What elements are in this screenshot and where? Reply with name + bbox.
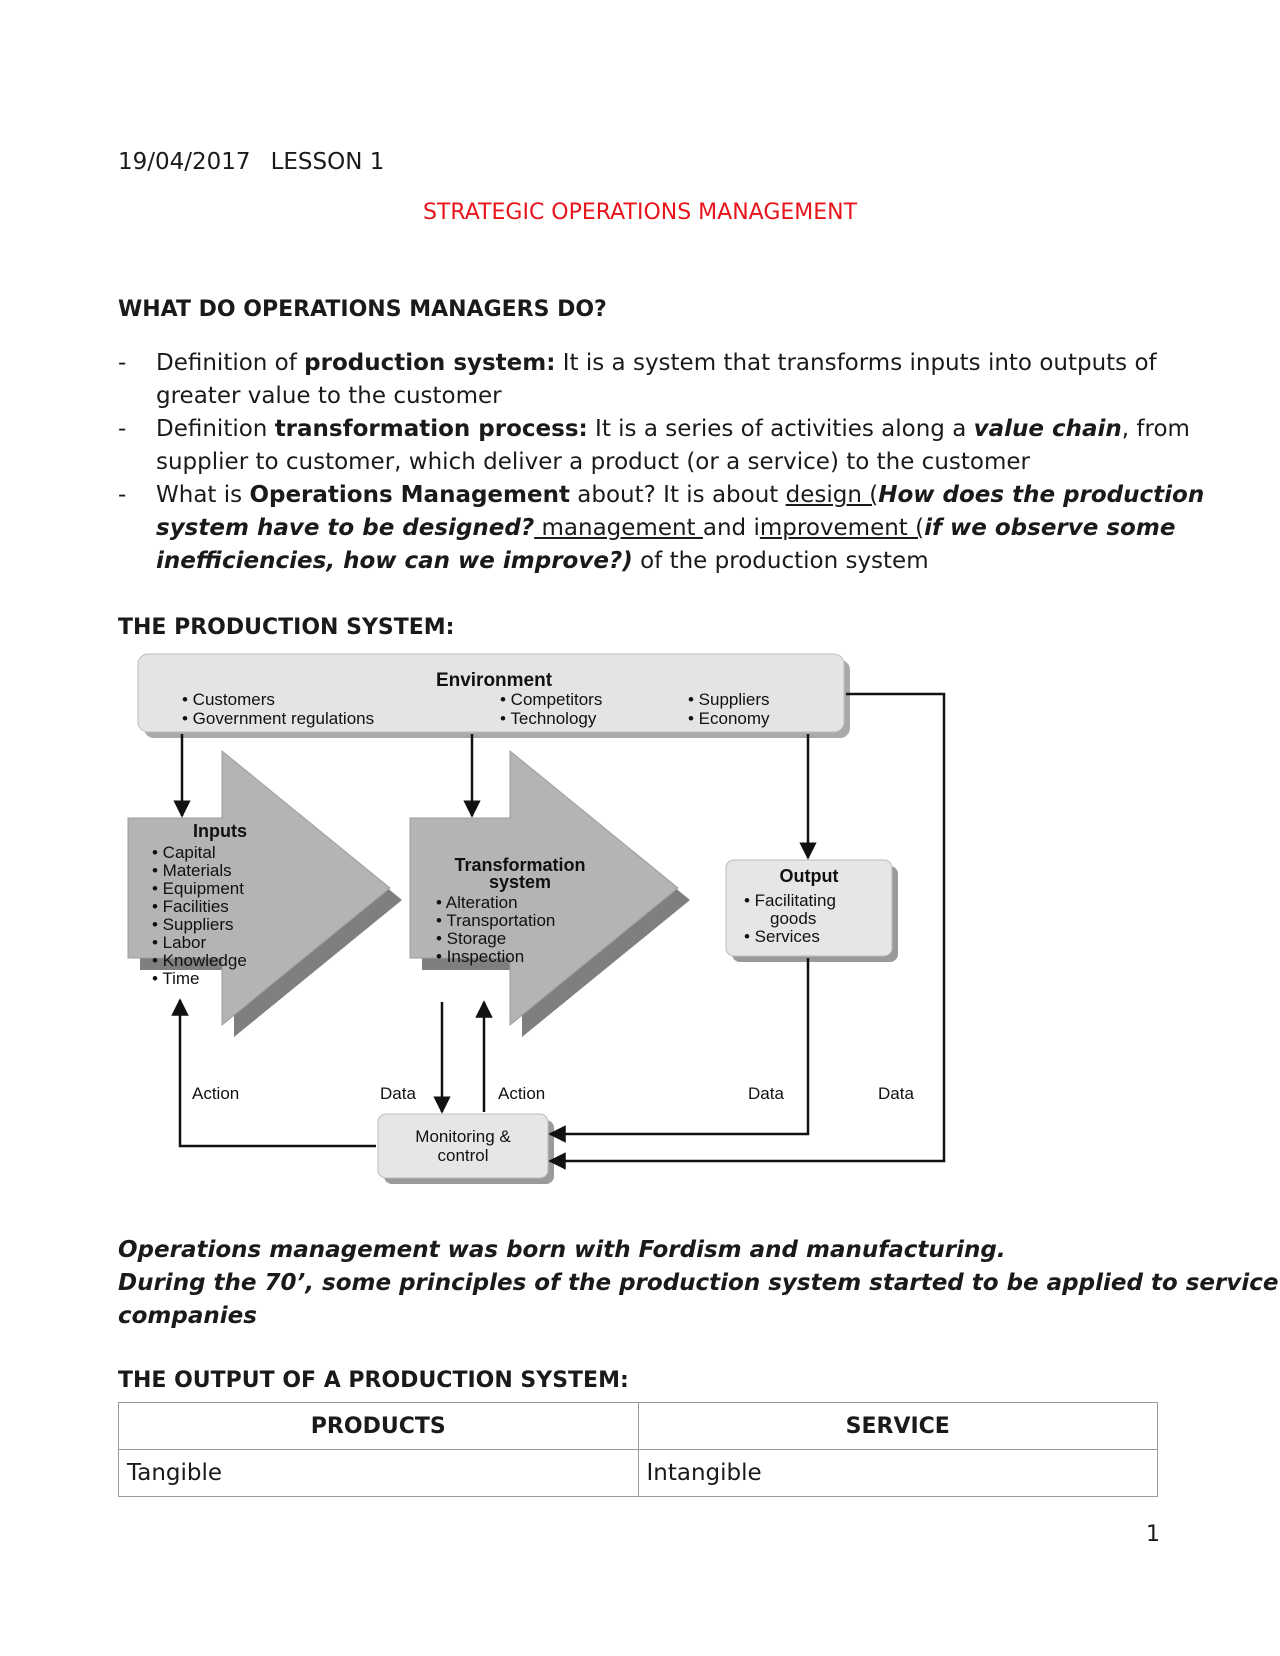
inputs-item: • Time [152,969,200,988]
monitoring-label: control [437,1146,488,1165]
italic-text: if we observe some [924,515,1176,541]
environment-box [137,653,845,733]
environment-item: • Customers [182,690,275,709]
transformation-item: • Storage [436,929,506,948]
output-item: • Facilitating [744,891,836,910]
bullet-text: and i [702,515,760,541]
output-box [725,859,893,957]
note-line: During the 70’, some principles of the p… [118,1270,1279,1296]
italic-text: inefficiencies, how can we improve?) [156,548,633,574]
bullet-dash: - [118,482,127,508]
bullet-term: transformation process: [274,416,588,442]
transformation-arrow [409,749,679,1027]
bullet-production-system: - Definition of production system: It is… [118,347,1178,413]
bullet-term: production system: [304,350,556,376]
label-action: Action [498,1084,545,1103]
table-cell: Intangible [637,1449,1158,1497]
environment-item: • Suppliers [688,690,770,709]
environment-item: • Technology [500,709,597,728]
monitoring-box [377,1113,549,1179]
inputs-item: • Equipment [152,879,244,898]
label-data: Data [380,1084,416,1103]
table-header: SERVICE [637,1402,1158,1450]
bullet-text: , from [1121,416,1190,442]
bullet-dash: - [118,350,127,376]
bullet-dash: - [118,416,127,442]
note-line: Operations management was born with Ford… [118,1237,1006,1263]
bullet-text: It is a series of activities along a [587,416,974,442]
italic-text: How does the production [878,482,1205,508]
bullet-term: Operations Management [249,482,570,508]
label-data: Data [878,1084,914,1103]
underlined-text: management [534,515,703,541]
inputs-item: • Capital [152,843,216,862]
document-title: STRATEGIC OPERATIONS MANAGEMENT [422,200,858,225]
lesson-date: 19/04/2017 [118,149,251,175]
monitoring-label: Monitoring & [415,1127,511,1146]
inputs-arrow [127,749,391,1027]
environment-title: Environment [436,670,553,691]
inputs-item: • Suppliers [152,915,234,934]
table-cell: Tangible [118,1449,639,1497]
page-number: 1 [1146,1522,1160,1547]
output-title: Output [780,866,839,886]
bullet-operations-management: - What is Operations Management about? I… [118,479,1204,578]
section-heading-output: THE OUTPUT OF A PRODUCTION SYSTEM: [118,1368,629,1393]
transformation-item: • Inspection [436,947,524,966]
transformation-title: system [489,872,551,892]
bullet-text: of the production system [632,548,929,574]
italic-note: Operations management was born with Ford… [118,1234,1278,1333]
bullet-text: Definition [156,416,275,442]
output-item: • Services [744,927,820,946]
underlined-text: design ( [785,482,879,508]
inputs-title: Inputs [193,821,247,841]
section-heading-managers: WHAT DO OPERATIONS MANAGERS DO? [118,297,607,322]
output-table: PRODUCTS SERVICE Tangible Intangible [118,1402,1158,1497]
inputs-item: • Materials [152,861,232,880]
bullet-text: supplier to customer, which deliver a pr… [156,449,1030,475]
label-data: Data [748,1084,784,1103]
italic-text: system have to be designed? [156,515,535,541]
environment-item: • Economy [688,709,770,728]
table-row: Tangible Intangible [118,1449,1158,1497]
bullet-text: What is [156,482,250,508]
inputs-item: • Labor [152,933,206,952]
inputs-item: • Knowledge [152,951,247,970]
label-action: Action [192,1084,239,1103]
section-heading-production-system: THE PRODUCTION SYSTEM: [118,615,455,640]
environment-item: • Government regulations [182,709,374,728]
bullet-text: greater value to the customer [156,383,502,409]
bullet-text: It is a system that transforms inputs in… [555,350,1157,376]
bullet-term: value chain [973,416,1122,442]
bullet-transformation-process: - Definition transformation process: It … [118,413,1190,479]
bullet-list: - Definition of production system: It is… [118,347,1204,578]
output-item: goods [770,909,816,928]
date-line: 19/04/2017 LESSON 1 [118,146,384,179]
table-header-row: PRODUCTS SERVICE [118,1402,1158,1450]
transformation-item: • Transportation [436,911,555,930]
note-line: companies [118,1303,257,1329]
transformation-title: Transformation [454,855,585,875]
bullet-text: Definition of [156,350,305,376]
transformation-item: • Alteration [436,893,518,912]
underlined-text: mprovement ( [759,515,925,541]
table-header: PRODUCTS [118,1402,639,1450]
environment-item: • Competitors [500,690,602,709]
inputs-item: • Facilities [152,897,229,916]
bullet-text: about? It is about [569,482,786,508]
lesson-number: LESSON 1 [270,149,385,175]
